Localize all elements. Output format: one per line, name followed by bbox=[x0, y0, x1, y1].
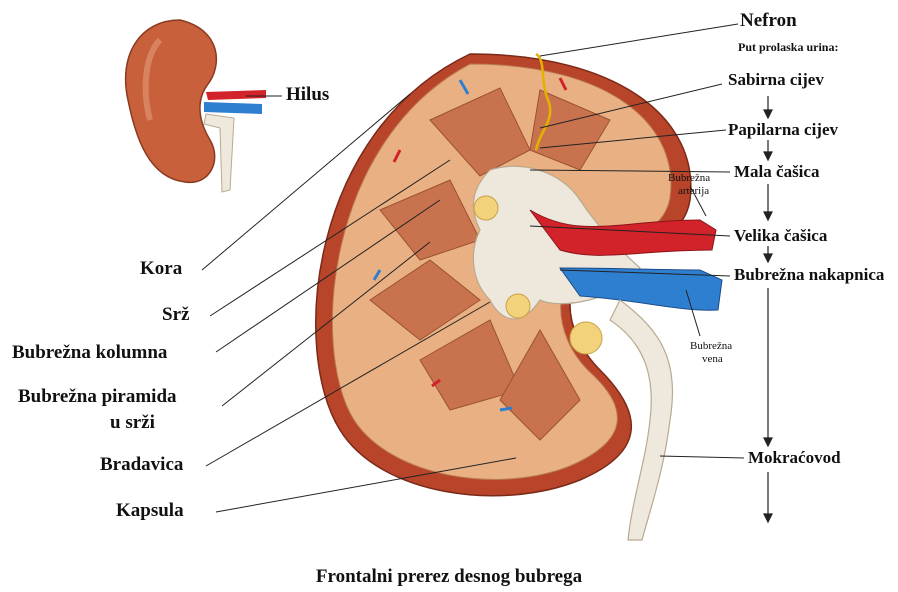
label-path-title: Put prolaska urina: bbox=[738, 40, 838, 55]
label-kapsula: Kapsula bbox=[116, 500, 184, 522]
label-papilarna-cijev: Papilarna cijev bbox=[728, 120, 838, 140]
label-bubrezna-piramida: Bubrežna piramida bbox=[18, 386, 177, 408]
label-kora: Kora bbox=[140, 258, 182, 280]
large-kidney bbox=[316, 54, 722, 540]
label-nefron: Nefron bbox=[740, 10, 797, 32]
label-u-srzi: u srži bbox=[110, 412, 155, 434]
label-bubrezna-nakapnica: Bubrežna nakapnica bbox=[734, 265, 884, 285]
label-bubrezna-arterija-1: Bubrežna bbox=[668, 172, 710, 185]
label-mokracovod: Mokraćovod bbox=[748, 448, 841, 468]
label-bubrezna-vena-1: Bubrežna bbox=[690, 340, 732, 353]
figure-caption: Frontalni prerez desnog bubrega bbox=[0, 566, 898, 588]
label-velika-casica: Velika čašica bbox=[734, 226, 827, 246]
label-bradavica: Bradavica bbox=[100, 454, 183, 476]
label-bubrezna-vena-2: vena bbox=[702, 353, 723, 366]
small-kidney bbox=[126, 20, 282, 192]
label-mala-casica: Mala čašica bbox=[734, 162, 819, 182]
label-hilus: Hilus bbox=[286, 84, 329, 106]
label-srz: Srž bbox=[162, 304, 189, 326]
label-sabirna-cijev: Sabirna cijev bbox=[728, 70, 824, 90]
label-bubrezna-arterija-2: arterija bbox=[678, 185, 709, 198]
label-bubrezna-kolumna: Bubrežna kolumna bbox=[12, 342, 167, 364]
